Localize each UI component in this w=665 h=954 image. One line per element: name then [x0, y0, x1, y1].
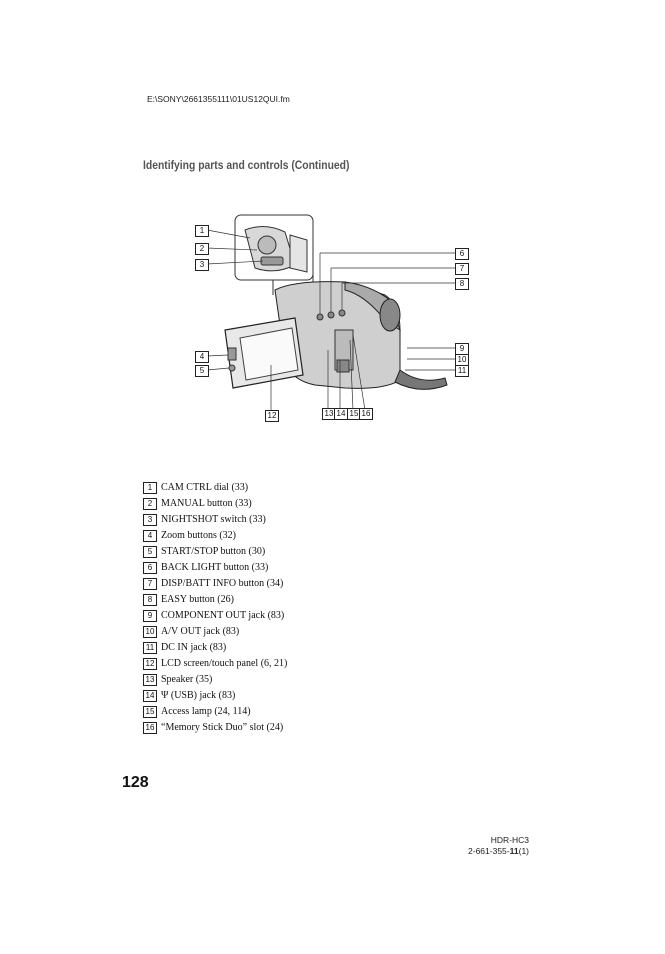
- legend-number: 14: [143, 690, 157, 702]
- legend-number: 15: [143, 706, 157, 718]
- legend-text: MANUAL button (33): [161, 498, 252, 509]
- callout-11: 11: [455, 365, 469, 377]
- legend-text: DISP/BATT INFO button (34): [161, 578, 284, 589]
- model-name: HDR-HC3: [490, 835, 529, 845]
- legend-item: 14 Ψ (USB) jack (83): [143, 688, 443, 704]
- callout-6: 6: [455, 248, 469, 260]
- document-code-bold: 11: [509, 846, 519, 856]
- legend-text: EASY button (26): [161, 594, 234, 605]
- legend-item: 16 “Memory Stick Duo” slot (24): [143, 720, 443, 736]
- legend-item: 3 NIGHTSHOT switch (33): [143, 512, 443, 528]
- callout-2: 2: [195, 243, 209, 255]
- legend-number: 3: [143, 514, 157, 526]
- document-code: 2-661-355-11(1): [468, 846, 529, 857]
- legend-number: 8: [143, 594, 157, 606]
- callout-3: 3: [195, 259, 209, 271]
- legend-item: 5 START/STOP button (30): [143, 544, 443, 560]
- legend-item: 10 A/V OUT jack (83): [143, 624, 443, 640]
- legend-text: DC IN jack (83): [161, 642, 227, 653]
- legend-number: 6: [143, 562, 157, 574]
- legend-item: 4 Zoom buttons (32): [143, 528, 443, 544]
- legend-item: 1 CAM CTRL dial (33): [143, 480, 443, 496]
- callout-5: 5: [195, 365, 209, 377]
- legend-number: 11: [143, 642, 157, 654]
- legend-item: 7 DISP/BATT INFO button (34): [143, 576, 443, 592]
- legend-item: 11 DC IN jack (83): [143, 640, 443, 656]
- legend-text: NIGHTSHOT switch (33): [161, 514, 266, 525]
- legend-text: A/V OUT jack (83): [161, 626, 240, 637]
- legend-number: 7: [143, 578, 157, 590]
- legend-number: 16: [143, 722, 157, 734]
- legend-number: 9: [143, 610, 157, 622]
- legend-text: LCD screen/touch panel (6, 21): [161, 658, 288, 669]
- camcorder-diagram: 1 2 3 6 7 8 9 10 11 4 5 12 13 14 15 16: [195, 210, 480, 430]
- legend-text: CAM CTRL dial (33): [161, 482, 249, 493]
- legend-text: “Memory Stick Duo” slot (24): [161, 722, 284, 733]
- callout-12: 12: [265, 410, 279, 422]
- legend-number: 4: [143, 530, 157, 542]
- document-code-prefix: 2-661-355-: [468, 846, 510, 856]
- callout-4: 4: [195, 351, 209, 363]
- legend-text: Zoom buttons (32): [161, 530, 236, 541]
- legend-item: 2 MANUAL button (33): [143, 496, 443, 512]
- legend-item: 15 Access lamp (24, 114): [143, 704, 443, 720]
- legend-number: 2: [143, 498, 157, 510]
- legend-text: BACK LIGHT button (33): [161, 562, 269, 573]
- callout-16: 16: [359, 408, 373, 420]
- legend-text: START/STOP button (30): [161, 546, 266, 557]
- legend-number: 1: [143, 482, 157, 494]
- legend-text: COMPONENT OUT jack (83): [161, 610, 285, 621]
- page-number: 128: [122, 774, 149, 791]
- callout-14: 14: [334, 408, 348, 420]
- legend-number: 5: [143, 546, 157, 558]
- legend-item: 12 LCD screen/touch panel (6, 21): [143, 656, 443, 672]
- legend-text: Ψ (USB) jack (83): [161, 690, 236, 701]
- camcorder-illustration: [206, 214, 455, 412]
- legend-number: 13: [143, 674, 157, 686]
- callout-1: 1: [195, 225, 209, 237]
- legend-item: 9 COMPONENT OUT jack (83): [143, 608, 443, 624]
- document-code-suffix: (1): [518, 846, 529, 856]
- legend-item: 13 Speaker (35): [143, 672, 443, 688]
- legend-text: Speaker (35): [161, 674, 213, 685]
- footer-code: HDR-HC3 2-661-355-11(1): [468, 835, 529, 857]
- legend-number: 12: [143, 658, 157, 670]
- legend-number: 10: [143, 626, 157, 638]
- file-path-header: E:\SONY\2661355111\01US12QUI.fm: [147, 94, 290, 104]
- legend-item: 6 BACK LIGHT button (33): [143, 560, 443, 576]
- callout-7: 7: [455, 263, 469, 275]
- legend-text: Access lamp (24, 114): [161, 706, 251, 717]
- legend-item: 8 EASY button (26): [143, 592, 443, 608]
- section-title: Identifying parts and controls (Continue…: [143, 160, 350, 172]
- callout-8: 8: [455, 278, 469, 290]
